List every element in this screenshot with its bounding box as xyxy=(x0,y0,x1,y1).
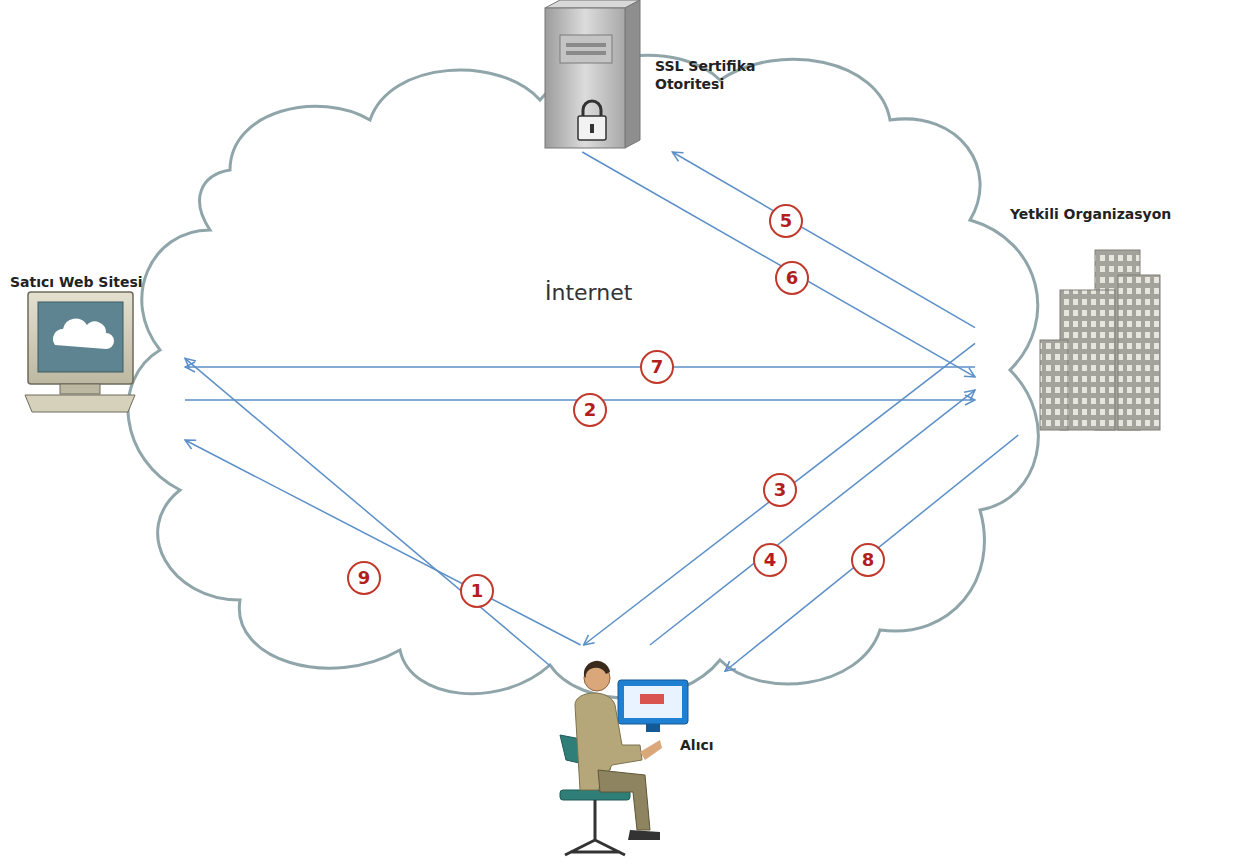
step-number: 5 xyxy=(769,204,803,238)
actor-box: Alıcı xyxy=(550,645,725,863)
step-number: 9 xyxy=(347,561,381,595)
network-label: İnternet xyxy=(545,280,632,305)
actor-label: SSL Sertifika Otoritesi xyxy=(655,57,795,93)
actor-label: Satıcı Web Sitesi xyxy=(10,273,143,291)
actor-box: Yetkili Organizasyon xyxy=(975,195,1237,435)
flow-arrow xyxy=(584,343,975,645)
flow-arrow xyxy=(185,358,550,665)
step-number: 7 xyxy=(640,350,674,384)
step-number: 3 xyxy=(763,473,797,507)
actor-label: Alıcı xyxy=(680,736,714,754)
step-number: 8 xyxy=(851,543,885,577)
server-icon xyxy=(545,0,640,148)
step-number: 4 xyxy=(753,543,787,577)
internet-cloud xyxy=(128,55,1038,698)
actor-box: Satıcı Web Sitesi xyxy=(5,275,185,445)
step-number: 1 xyxy=(460,574,494,608)
computer-icon xyxy=(25,292,135,412)
flow-arrow xyxy=(185,366,975,368)
actor-box: SSL Sertifika Otoritesi xyxy=(540,0,830,152)
step-number: 2 xyxy=(573,393,607,427)
person-icon xyxy=(560,661,688,855)
flow-arrow xyxy=(650,390,975,645)
flow-arrow xyxy=(185,440,581,645)
flow-arrow xyxy=(672,152,975,328)
flow-arrow xyxy=(725,435,1018,671)
flow-arrow xyxy=(582,152,975,377)
step-number: 6 xyxy=(775,261,809,295)
building-icon xyxy=(1040,250,1160,430)
actor-label: Yetkili Organizasyon xyxy=(1010,205,1171,223)
